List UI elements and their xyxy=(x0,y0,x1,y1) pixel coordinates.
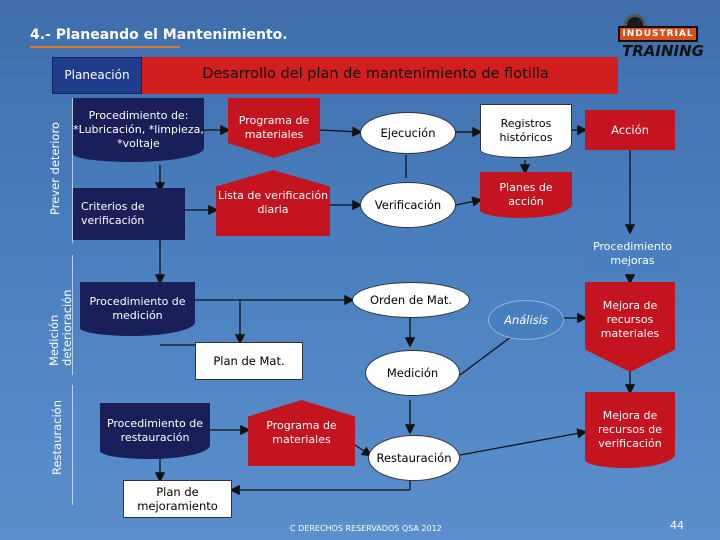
logo-industrial: INDUSTRIAL xyxy=(618,26,698,42)
plan-mejoramiento-box: Plan de mejoramiento xyxy=(123,480,232,518)
mejora-recursos-verificacion-box: Mejora de recursos de verificación xyxy=(585,392,675,468)
programa-materiales-2-box: Programa de materiales xyxy=(248,400,355,466)
mejora-recursos-materiales-box: Mejora de recursos materiales xyxy=(585,282,675,372)
industrial-training-logo: INDUSTRIAL TRAINING xyxy=(618,14,704,60)
planeacion-label: Planeación xyxy=(52,57,142,94)
logo-training: TRAINING xyxy=(622,42,704,60)
procedimiento-medicion-box: Procedimiento de medición xyxy=(80,282,195,336)
plan-mat-box: Plan de Mat. xyxy=(195,342,303,380)
page-number: 44 xyxy=(670,519,684,532)
verificacion-oval: Verificación xyxy=(360,182,456,228)
title-underline xyxy=(30,46,180,48)
footer-copyright: C DERECHOS RESERVADOS QSA 2012 xyxy=(290,524,442,533)
header-title: Desarrollo del plan de mantenimiento de … xyxy=(202,66,549,82)
procedimiento-mejoras-label: Procedimiento mejoras xyxy=(585,234,680,274)
procedimiento-lubricacion-box: Procedimiento de: *Lubricación, *limpiez… xyxy=(73,98,204,162)
registros-historicos-box: Registros históricos xyxy=(480,104,572,158)
restauracion-oval: Restauración xyxy=(368,435,460,481)
slide-title: 4.- Planeando el Mantenimiento. xyxy=(30,27,288,43)
criterios-verificacion-box: Criterios de verificación xyxy=(73,188,185,240)
medicion-oval: Medición xyxy=(365,350,460,396)
procedimiento-restauracion-box: Procedimiento de restauración xyxy=(100,403,210,459)
row-divider-restauracion xyxy=(72,385,73,505)
accion-box: Acción xyxy=(585,110,675,150)
planes-accion-box: Planes de acción xyxy=(480,172,572,218)
lista-verificacion-box: Lista de verificación diaria xyxy=(216,170,330,236)
orden-mat-oval: Orden de Mat. xyxy=(352,282,470,318)
ejecucion-oval: Ejecución xyxy=(360,112,456,154)
row-divider-medicion xyxy=(72,255,73,375)
header-bar xyxy=(133,57,618,94)
analisis-oval: Análisis xyxy=(488,300,564,340)
row-divider-prever xyxy=(72,98,73,243)
